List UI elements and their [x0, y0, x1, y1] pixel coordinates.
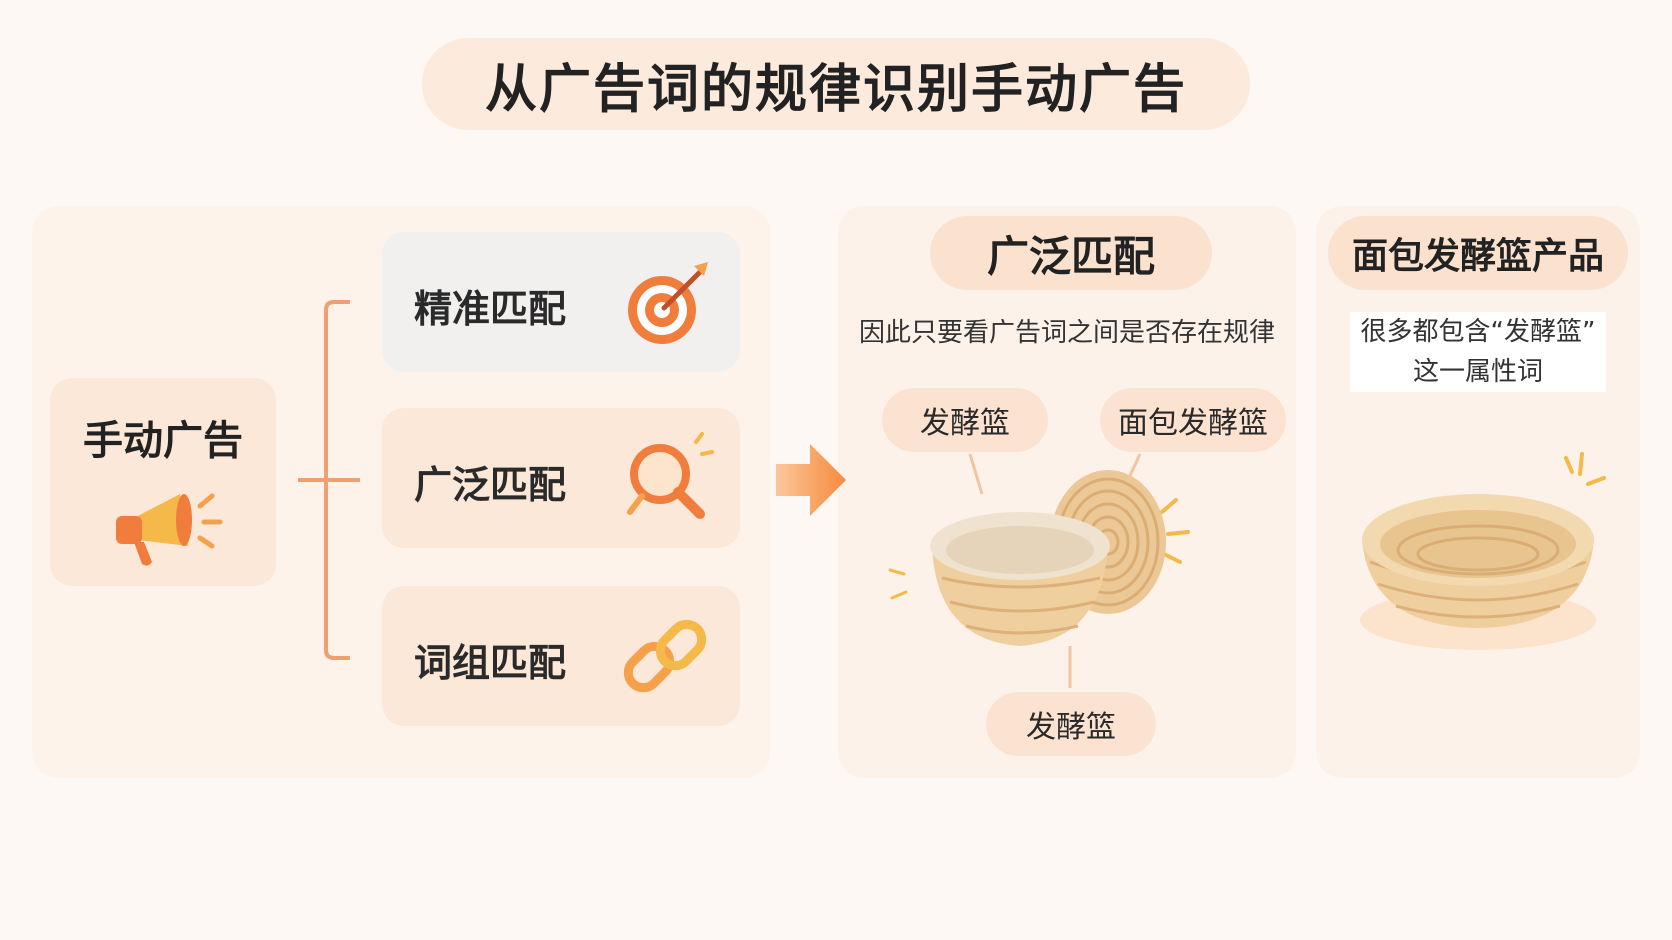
target-icon [628, 262, 708, 344]
phrase-match-card: 词组匹配 [382, 586, 740, 726]
chain-link-icon [623, 619, 707, 693]
product-description-line2: 这一属性词 [1412, 357, 1543, 387]
phrase-match-label: 词组匹配 [414, 641, 567, 685]
product-heading-pill: 面包发酵篮产品 [1328, 216, 1628, 290]
arrow-right-icon [776, 444, 846, 516]
proofing-basket-illustration [888, 453, 1190, 688]
product-heading: 面包发酵篮产品 [1351, 236, 1604, 277]
broad-heading: 广泛匹配 [986, 231, 1155, 281]
keyword-tag: 面包发酵篮 [1100, 388, 1286, 452]
bracket-connector [298, 300, 360, 660]
product-description-line1: 很多都包含“发酵篮” [1360, 317, 1596, 347]
keyword-tag: 发酵篮 [882, 388, 1048, 452]
broad-heading-pill: 广泛匹配 [930, 216, 1212, 290]
broad-description: 因此只要看广告词之间是否存在规律 [858, 318, 1275, 348]
exact-match-card: 精准匹配 [382, 232, 740, 372]
broad-match-label: 广泛匹配 [414, 463, 567, 507]
manual-ad-card [50, 378, 276, 586]
keyword-tag: 发酵篮 [986, 692, 1156, 756]
product-panel [1316, 206, 1640, 778]
page-title: 从广告词的规律识别手动广告 [484, 59, 1187, 120]
megaphone-icon [116, 493, 223, 566]
oval-basket-illustration [1360, 452, 1606, 650]
title-pill: 从广告词的规律识别手动广告 [422, 38, 1250, 130]
exact-match-label: 精准匹配 [414, 287, 567, 331]
manual-ad-label: 手动广告 [83, 418, 243, 464]
broad-match-card: 广泛匹配 [382, 408, 740, 548]
magnifier-icon [627, 432, 714, 519]
product-description: 很多都包含“发酵篮” 这一属性词 [1350, 312, 1606, 392]
